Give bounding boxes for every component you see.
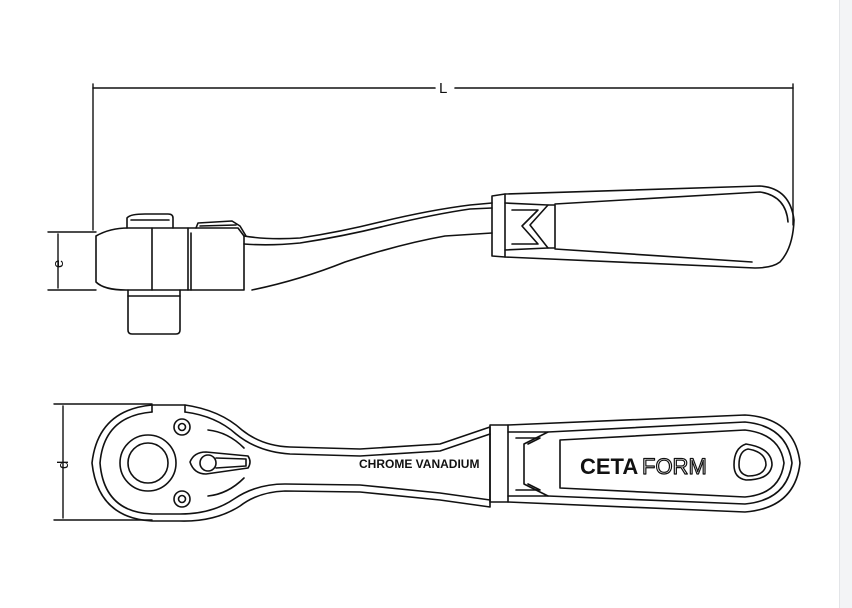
dimension-e-label: e [50,260,67,268]
dimension-length: L [92,80,794,231]
engraving-text: CHROME VANADIUM [359,457,479,471]
brand-ceta: CETA [580,454,638,479]
reversing-lever [189,451,251,475]
dimension-l-label: L [439,80,447,97]
screw-bottom [173,490,191,508]
dimension-d-label: d [55,461,72,469]
handle-side [491,185,795,269]
dimension-height: e [47,231,97,291]
side-view: L e [47,80,795,335]
page-edge [839,0,852,608]
drive-square-inner [127,442,169,484]
brand-form: FORM [642,454,707,479]
top-view: d [53,403,801,522]
drive-square-outer [119,434,177,492]
ratchet-head-side [95,213,247,335]
screw-top [173,418,191,436]
hang-hole [733,443,773,481]
ratchet-shaft-side [243,202,493,291]
handle-top [489,414,801,513]
ratchet-head-top [91,404,491,522]
dimension-width: d [53,403,153,521]
